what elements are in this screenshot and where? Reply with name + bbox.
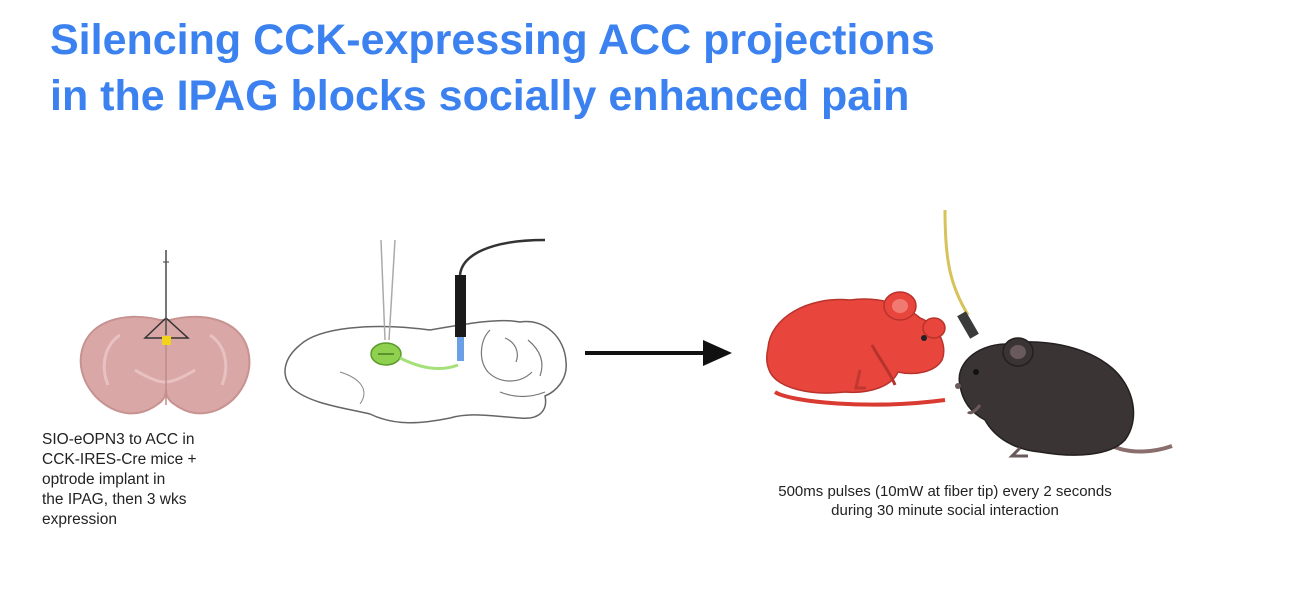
step1-caption-line: the IPAG, then 3 wks [42,491,187,508]
step2-caption-line: during 30 minute social interaction [831,502,1059,519]
page-title: Silencing CCK-expressing ACC projections… [50,12,1270,124]
projection-pathway [399,356,459,370]
black-mouse-tail [1109,443,1173,454]
sagittal-brain-diagram [284,238,567,424]
title-line-1: Silencing CCK-expressing ACC projections [50,16,935,64]
step2-caption: 500ms pulses (10mW at fiber tip) every 2… [640,482,1250,520]
injection-site-marker [162,336,171,345]
step1-caption-line: expression [42,511,117,528]
flow-arrow [585,340,732,366]
red-mouse-illustration [765,291,946,407]
optic-fiber-cable [458,238,546,276]
step1-caption-line: CCK-IRES-Cre mice + [42,451,197,468]
step2-caption-line: 500ms pulses (10mW at fiber tip) every 2… [778,483,1112,500]
injection-pipette [380,239,386,341]
optrode-implant [455,275,466,337]
patch-cord-fiber [943,209,970,316]
title-line-2: in the IPAG blocks socially enhanced pai… [50,72,910,120]
step1-caption-line: optrode implant in [42,471,166,488]
black-mouse-illustration [955,337,1173,458]
head-mounted-optrode [957,311,979,339]
step1-caption: SIO-eOPN3 to ACC in CCK-IRES-Cre mice + … [42,430,292,530]
coronal-brain-section [79,250,251,415]
step1-caption-line: SIO-eOPN3 to ACC in [42,431,195,448]
red-mouse-tail [773,390,946,407]
